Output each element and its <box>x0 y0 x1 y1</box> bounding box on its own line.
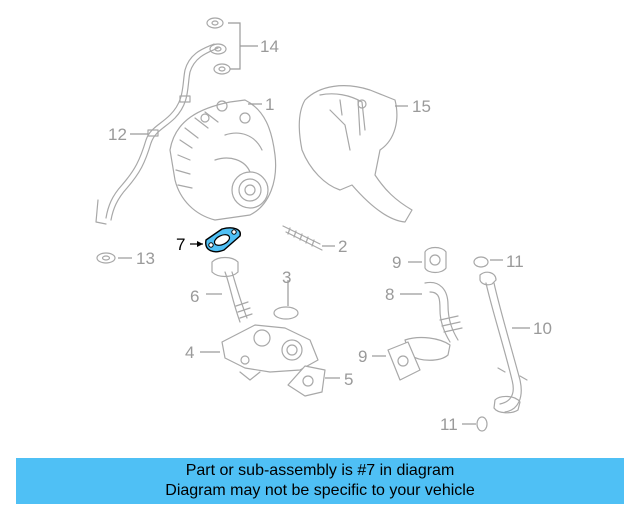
part-6-oil-return-pipe <box>206 256 253 323</box>
callout-9-lower: 9 <box>358 347 367 366</box>
part-2-stud <box>282 225 335 251</box>
callout-14: 14 <box>260 37 279 56</box>
callout-12: 12 <box>108 125 127 144</box>
part-1-turbocharger <box>169 99 277 221</box>
callout-9-upper: 9 <box>392 253 401 272</box>
callout-1: 1 <box>265 95 274 114</box>
part-14-washers <box>206 17 258 75</box>
part-3-o-ring <box>273 280 299 320</box>
callout-4: 4 <box>185 343 194 362</box>
banner-line-1: Part or sub-assembly is #7 in diagram <box>185 462 455 479</box>
part-5-gasket <box>287 365 340 397</box>
callout-11-upper: 11 <box>506 252 524 271</box>
callout-3: 3 <box>282 268 291 287</box>
part-7-gasket <box>190 227 241 253</box>
callout-6: 6 <box>190 287 199 306</box>
callout-10: 10 <box>533 319 552 338</box>
part-9b-gasket <box>372 341 421 381</box>
part-13-washer <box>96 252 132 264</box>
part-8-egr-pipe <box>400 281 463 361</box>
part-10-coolant-pipe <box>479 271 530 414</box>
callout-5: 5 <box>344 370 353 389</box>
part-11b-o-ring <box>462 416 488 432</box>
part-12-oil-line <box>95 43 219 225</box>
callout-2: 2 <box>338 237 347 256</box>
part-9a-gasket <box>408 246 447 274</box>
callout-7: 7 <box>176 235 185 254</box>
part-11a-o-ring <box>473 256 503 268</box>
part-4-bracket <box>200 324 319 381</box>
info-banner: Part or sub-assembly is #7 in diagram Di… <box>16 458 624 504</box>
callout-15: 15 <box>412 97 431 116</box>
banner-line-2: Diagram may not be specific to your vehi… <box>165 482 475 499</box>
callout-13: 13 <box>136 249 155 268</box>
callout-8: 8 <box>385 285 394 304</box>
callout-11-lower: 11 <box>440 415 458 434</box>
part-15-heat-shield <box>298 85 413 223</box>
